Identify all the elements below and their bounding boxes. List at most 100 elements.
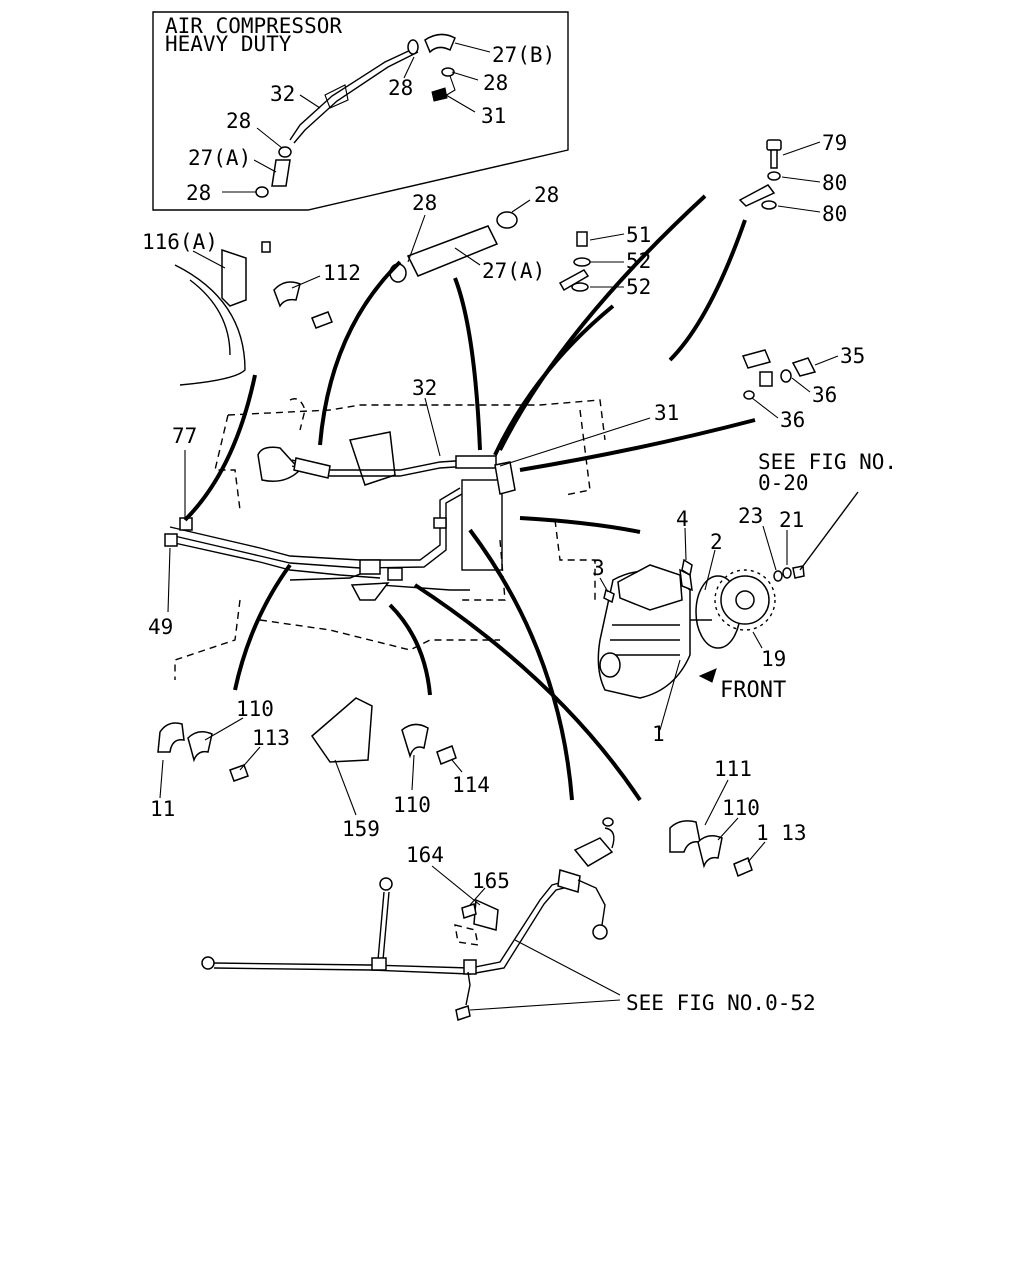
harness-junction-b	[387, 567, 403, 581]
bolt-lower	[455, 1005, 471, 1021]
inset-clamp-28-right	[441, 67, 455, 77]
callout-165: 165	[472, 869, 510, 893]
harness-clip-159	[350, 582, 390, 601]
nut-21	[782, 567, 792, 579]
harness-runs: 77 49	[148, 424, 470, 639]
front-label: FRONT	[720, 678, 786, 703]
inset-callout-28-c: 28	[226, 109, 251, 133]
bolt-112	[311, 311, 333, 329]
clip-group-right: 111 110 1 13	[669, 757, 807, 878]
inset-callout-27a: 27(A)	[188, 146, 251, 170]
see-fig-052: SEE FIG NO.0-52	[626, 991, 816, 1015]
clip-110-b	[401, 723, 429, 759]
callout-112: 112	[323, 261, 361, 285]
engine-part-box	[461, 479, 503, 571]
see-fig-020-line2: 0-20	[758, 471, 809, 495]
engine-bracket-mid	[349, 431, 396, 486]
dowel-3	[603, 588, 615, 604]
bolt-small	[261, 241, 271, 253]
harness-clamp	[433, 517, 447, 529]
inset-clamp-28-bottom	[255, 186, 269, 198]
callout-114: 114	[452, 773, 490, 797]
inset-fitting-31	[431, 87, 448, 102]
air-compressor-assembly: 4 2 3 23 21 19 1 FRONT SEE FIG NO. 0-20	[592, 450, 897, 746]
cable-terminal-top	[573, 837, 614, 867]
pipe-32-main: 32 31	[291, 376, 679, 495]
washer-52-b	[571, 282, 589, 292]
banjo-bolt	[741, 349, 772, 369]
bracket-164	[473, 898, 499, 931]
callout-36-b: 36	[780, 408, 805, 432]
washer-23	[773, 570, 783, 582]
bracket-116a	[221, 248, 247, 307]
fitting-31	[455, 455, 497, 469]
callout-80-a: 80	[822, 171, 847, 195]
cable-clip	[371, 957, 387, 971]
hose-27a	[406, 225, 499, 277]
callout-51: 51	[626, 223, 651, 247]
bolt-79-washers-80: 79 80 80	[738, 131, 847, 226]
callout-1: 1	[652, 722, 665, 746]
bolt-51	[576, 231, 588, 247]
callout-28-left: 28	[412, 191, 437, 215]
bolt-165	[461, 903, 477, 919]
callout-113-a: 113	[252, 726, 290, 750]
inset-title-line1: AIR COMPRESSOR	[165, 14, 342, 38]
cable-clip-c	[557, 869, 581, 893]
callout-110-b: 110	[393, 793, 431, 817]
inset-clamp-28-top	[407, 39, 419, 55]
callout-113-b: 1 13	[756, 821, 807, 845]
bracket-116a-clip-112: 116(A) 112	[142, 230, 361, 386]
callout-110-a: 110	[236, 697, 274, 721]
washer-36-a	[780, 369, 792, 383]
inset-callout-28-b: 28	[483, 71, 508, 95]
inset-hose-27b	[424, 33, 456, 54]
key-4	[681, 558, 693, 577]
ground-cable-main	[213, 879, 571, 969]
bolt-35-washers-36: 35 36 36	[741, 344, 865, 432]
clip-group-left: 110 113 11	[150, 697, 290, 821]
bolt-35	[791, 357, 817, 377]
compressor-port	[599, 652, 621, 678]
inset-callout-27b: 27(B)	[492, 43, 555, 67]
bolt-113-b	[733, 856, 753, 878]
callout-49: 49	[148, 615, 173, 639]
callout-11: 11	[150, 797, 175, 821]
engine-block-outline	[174, 398, 606, 680]
harness-upper	[169, 487, 461, 561]
inset-callout-31: 31	[481, 104, 506, 128]
clip-group-middle: 159 110 114	[310, 697, 490, 841]
inset-callout-28-d: 28	[186, 181, 211, 205]
bracket-159	[310, 697, 373, 763]
engine-outline-left	[174, 264, 246, 386]
inset-frame	[152, 11, 569, 211]
inset-clamp-28-mid	[278, 146, 292, 158]
cable-terminal-right	[592, 924, 608, 940]
callout-3: 3	[592, 556, 605, 580]
inset-clip	[324, 84, 349, 109]
cable-terminal-left	[201, 956, 215, 970]
compressor-head	[617, 564, 683, 611]
washer-80-a	[767, 171, 781, 181]
clip-110-c	[697, 835, 723, 869]
bolt-79-head	[766, 139, 782, 151]
callout-32: 32	[412, 376, 437, 400]
callout-77: 77	[172, 424, 197, 448]
callout-21: 21	[779, 508, 804, 532]
bolt-79-shank	[770, 149, 778, 169]
callout-159: 159	[342, 817, 380, 841]
clip-110-a	[187, 731, 213, 763]
callout-111: 111	[714, 757, 752, 781]
harness-junction	[359, 559, 381, 575]
callout-36-a: 36	[812, 383, 837, 407]
engine-boss	[257, 446, 302, 482]
clamp-28-right	[496, 211, 518, 229]
hose-on-pipe	[293, 457, 331, 479]
callout-28-right: 28	[534, 183, 559, 207]
cable-clip-b	[463, 959, 477, 975]
see-fig-020-line1: SEE FIG NO.	[758, 450, 897, 474]
callout-31: 31	[654, 401, 679, 425]
washer-36-b	[743, 390, 755, 400]
